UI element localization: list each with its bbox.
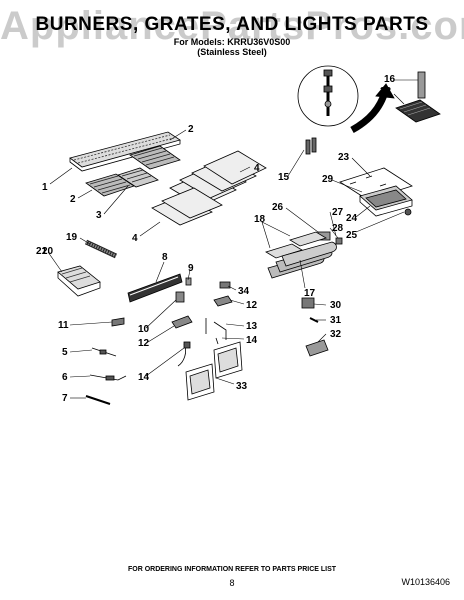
part-burner-tube: [84, 239, 118, 259]
callout: 5: [62, 347, 68, 358]
callout: 16: [384, 74, 396, 85]
callout: 21: [36, 246, 48, 257]
part-drip-tray: [57, 265, 101, 297]
callout: 31: [330, 315, 342, 326]
callout: 10: [138, 324, 150, 335]
part-electrode-a: [305, 139, 311, 155]
callout: 19: [66, 232, 78, 243]
part-burner-assembly: [265, 231, 337, 279]
callout: 22: [380, 86, 392, 97]
part-socket: [175, 291, 185, 303]
callout-labels: 1 2 2 3 4 4 5 6 7 8 9 10 11 12 12 13 14 …: [36, 74, 396, 404]
part-valve-b: [335, 237, 343, 245]
page-title: BURNERS, GRATES, AND LIGHTS PARTS: [35, 14, 429, 35]
callout: 1: [42, 182, 48, 193]
callout: 4: [254, 163, 260, 174]
part-grate-long: [69, 131, 181, 172]
part-infrared-burner: [359, 185, 413, 217]
part-lamp-holder: [171, 315, 193, 329]
callout: 12: [246, 300, 258, 311]
callout: 20: [42, 246, 54, 257]
part-bracket-b: [305, 339, 329, 357]
part-lamp: [219, 281, 231, 289]
part-heat-shield: [339, 167, 413, 201]
callout: 12: [138, 338, 150, 349]
callout: 17: [304, 288, 316, 299]
leader-lines: [47, 79, 418, 399]
callout: 14: [246, 335, 258, 346]
callout: 3: [96, 210, 102, 221]
callout: 26: [272, 202, 284, 213]
part-grate-upper: [129, 145, 181, 170]
callout: 25: [346, 230, 358, 241]
part-reflectors-lower: [151, 187, 223, 226]
callout: 23: [338, 152, 350, 163]
callout: 27: [332, 207, 344, 218]
callout: 15: [278, 172, 290, 183]
part-switch: [301, 297, 315, 309]
callout: 29: [322, 174, 334, 185]
callout: 18: [254, 214, 266, 225]
callout: 30: [330, 300, 342, 311]
part-igniter: [417, 71, 426, 99]
ordering-note: FOR ORDERING INFORMATION REFER TO PARTS …: [127, 566, 337, 573]
part-grate-small: [117, 167, 159, 188]
part-clip: [185, 277, 192, 286]
document-id: W10136406: [401, 577, 450, 587]
callout: 34: [238, 286, 250, 297]
callout: 2: [188, 124, 194, 135]
callout: 24: [346, 213, 358, 224]
part-wire-c: [85, 395, 111, 405]
page-number: 8: [229, 578, 235, 588]
callout: 8: [162, 252, 168, 263]
callout: 14: [138, 372, 150, 383]
callout: 7: [62, 393, 68, 404]
watermark: AppliancePartsPros.com: [0, 4, 464, 48]
part-wire-b: [89, 374, 127, 381]
callout: 32: [330, 329, 342, 340]
part-orifice: [404, 208, 412, 216]
callout: 4: [132, 233, 138, 244]
part-screw: [111, 317, 125, 327]
part-detail-circle: [297, 65, 359, 127]
part-bracket: [213, 295, 233, 307]
part-mesh-screen: [395, 99, 441, 123]
finish-line: (Stainless Steel): [197, 47, 267, 57]
part-lens-frames: [185, 341, 243, 401]
callout: 33: [236, 381, 248, 392]
callout: 13: [246, 321, 258, 332]
models-line: For Models: KRRU36V0S00: [173, 37, 291, 47]
part-spring: [309, 317, 319, 323]
callout: 28: [332, 223, 344, 234]
part-harness: [205, 318, 227, 340]
callout: 9: [188, 263, 194, 274]
callout: 11: [58, 320, 69, 331]
part-light-bar: [127, 273, 183, 303]
callout: 2: [70, 194, 76, 205]
callout: 6: [62, 372, 68, 383]
